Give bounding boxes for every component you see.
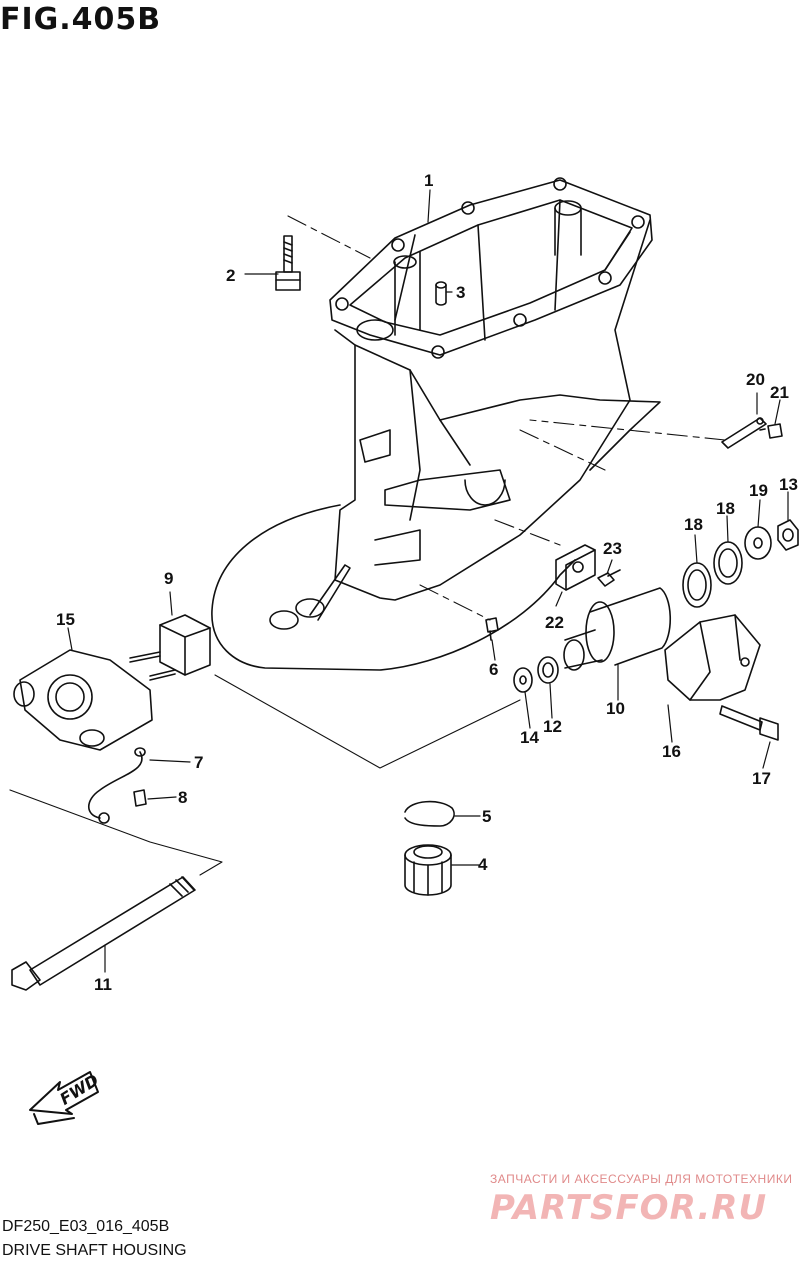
fwd-arrow-icon: FWD [29, 1070, 102, 1125]
bolt-23 [597, 569, 621, 587]
washer-14 [513, 667, 533, 693]
callout-2: 2 [226, 266, 235, 285]
drive-shaft-housing [211, 177, 661, 671]
ring-18b [713, 541, 743, 585]
bolt-17 [719, 705, 779, 741]
nut-13 [777, 519, 799, 551]
callout-21: 21 [770, 383, 789, 402]
diagram-code: DF250_E03_016_405B [2, 1218, 170, 1235]
callout-12: 12 [543, 717, 562, 736]
callout-4: 4 [478, 855, 488, 874]
callout-23: 23 [603, 539, 622, 558]
bolt-2 [275, 235, 301, 291]
screw-6 [485, 617, 499, 641]
diagram-caption: DRIVE SHAFT HOUSING [2, 1242, 187, 1259]
screw-8 [133, 789, 147, 807]
screw-21 [759, 423, 783, 439]
circlip-5 [404, 800, 455, 827]
callout-9: 9 [164, 569, 173, 588]
callout-14: 14 [520, 728, 539, 747]
callout-numbers: 1 2 3 4 5 6 7 8 9 10 11 12 13 14 15 16 1… [56, 171, 798, 994]
long-bolt-11 [11, 876, 196, 991]
washer-19 [744, 526, 772, 560]
callout-22: 22 [545, 613, 564, 632]
callout-16: 16 [662, 742, 681, 761]
callout-1: 1 [424, 171, 433, 190]
callout-5: 5 [482, 807, 491, 826]
cap-4 [404, 844, 452, 896]
lower-mount-bracket-15 [13, 649, 153, 751]
dowel-pin-3 [435, 281, 447, 306]
leader-lines [67, 189, 789, 973]
callout-18-left: 18 [684, 515, 703, 534]
callout-20: 20 [746, 370, 765, 389]
callout-19: 19 [749, 481, 768, 500]
callout-17: 17 [752, 769, 771, 788]
callout-7: 7 [194, 753, 203, 772]
ground-wire-7 [87, 747, 146, 824]
callout-6: 6 [489, 660, 498, 679]
figure-title: FIG.405B [0, 2, 162, 37]
cylinder-10 [563, 587, 672, 671]
cover-16 [664, 614, 761, 701]
callout-10: 10 [606, 699, 625, 718]
watermark-logo: PARTSFOR.RU [490, 1188, 768, 1228]
callout-13: 13 [779, 475, 798, 494]
watermark-tagline: ЗАПЧАСТИ И АКСЕССУАРЫ ДЛЯ МОТОТЕХНИКИ [490, 1172, 793, 1186]
callout-18-right: 18 [716, 499, 735, 518]
washer-12 [537, 656, 559, 684]
clip-20 [721, 417, 767, 449]
callout-11: 11 [94, 975, 112, 994]
rubber-mount-9 [129, 614, 211, 681]
callout-3: 3 [456, 283, 465, 302]
bracket-22 [555, 544, 596, 591]
ring-18a [682, 562, 712, 608]
callout-15: 15 [56, 610, 75, 629]
reference-lines [9, 215, 726, 876]
callout-8: 8 [178, 788, 187, 807]
